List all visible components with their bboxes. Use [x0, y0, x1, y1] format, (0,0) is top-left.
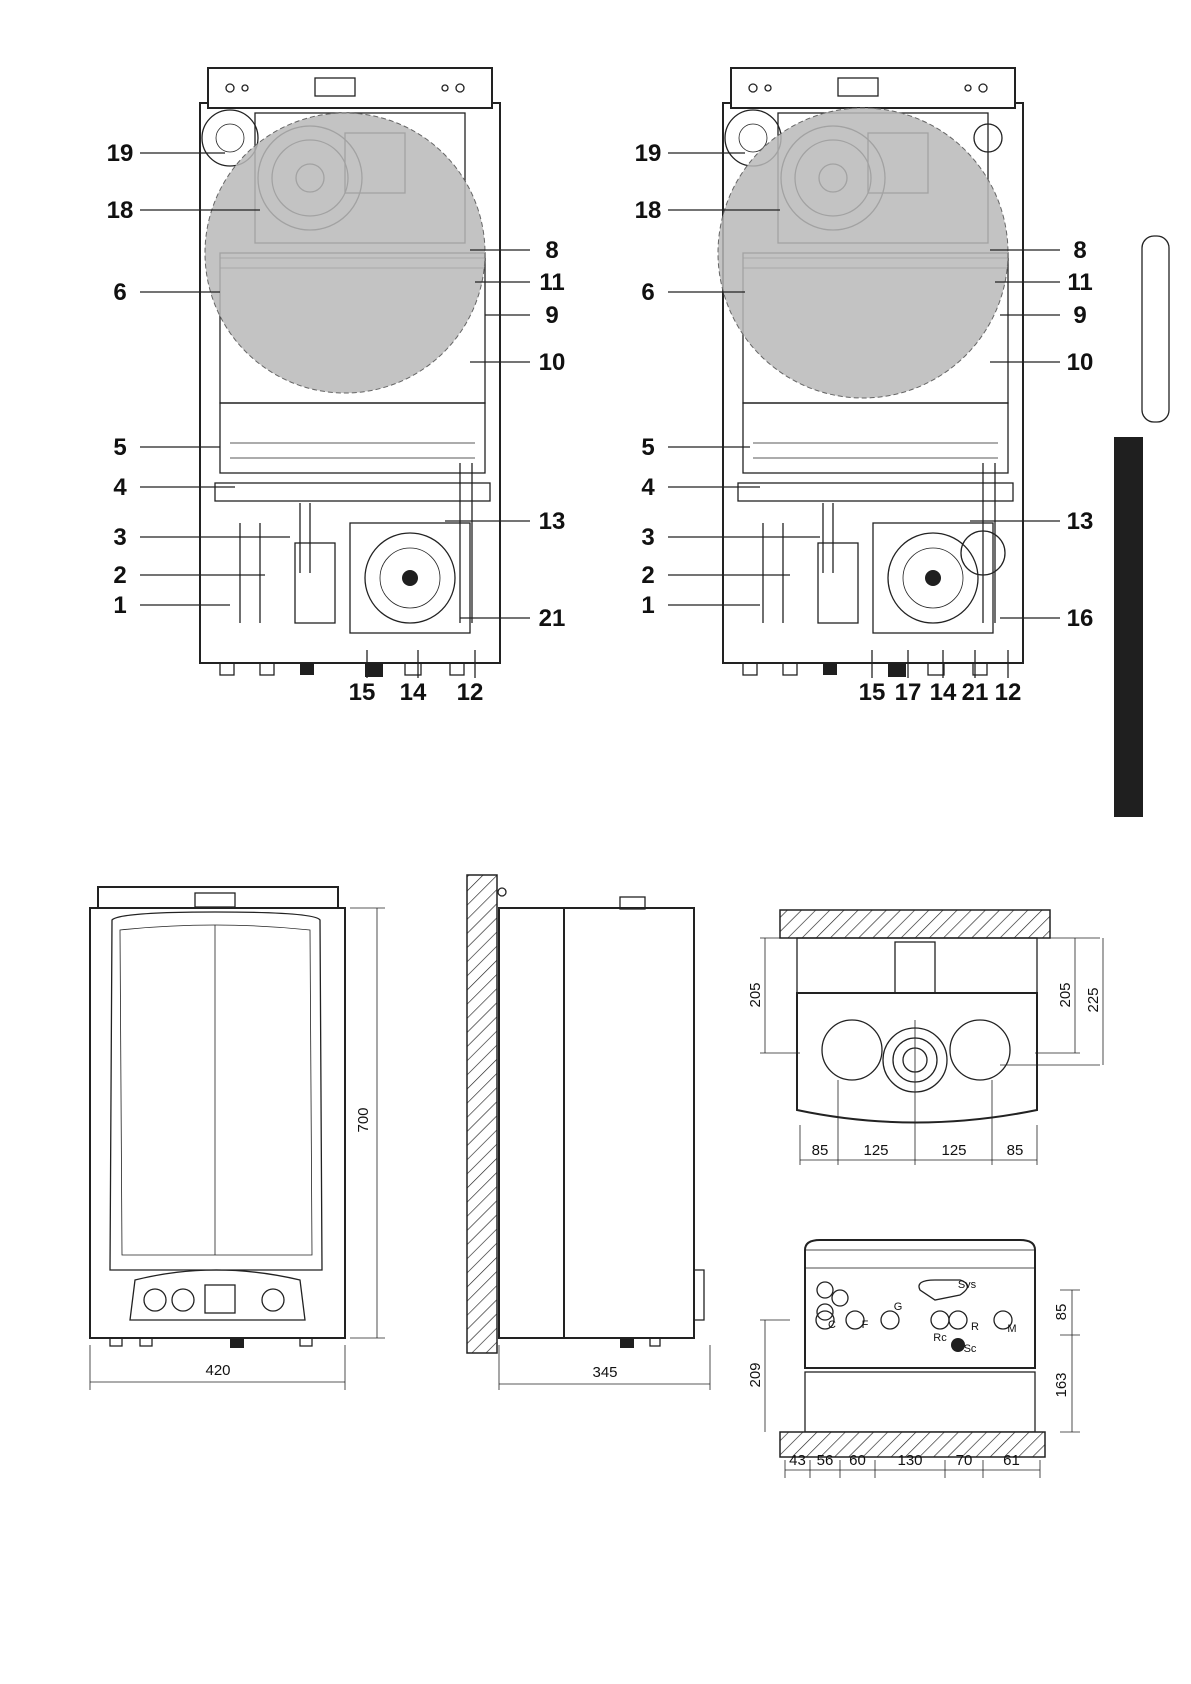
callout-left-5: 5: [113, 434, 126, 461]
callout-right-r-8: 8: [1073, 237, 1086, 264]
side-tab-filled: [1114, 437, 1143, 817]
callout-right-b-12: 12: [995, 679, 1022, 706]
callout-left-r-11: 11: [539, 269, 564, 296]
callout-left-19: 19: [107, 140, 134, 167]
top-bottom-dim-0: 85: [812, 1142, 829, 1159]
top-right-inner-dim: 205: [1057, 982, 1074, 1007]
bottom-right-dim-1: 85: [1053, 1304, 1070, 1321]
callout-right-r-13: 13: [1067, 508, 1094, 535]
side-tab-outline: [1142, 236, 1169, 422]
side-view: [467, 875, 710, 1390]
callout-left-r-8: 8: [545, 237, 558, 264]
callout-right-r-9: 9: [1073, 302, 1086, 329]
top-left-dim: 205: [747, 982, 764, 1007]
top-bottom-dim-1: 125: [863, 1142, 888, 1159]
bottom-bottom-dim-0: 43: [789, 1452, 806, 1469]
callout-right-r-16: 16: [1067, 605, 1094, 632]
front-height-dim: 700: [355, 1107, 372, 1132]
top-view: [760, 910, 1103, 1165]
top-bottom-dim-2: 125: [941, 1142, 966, 1159]
boiler-internal-diagram-right: [718, 68, 1023, 677]
bottom-bottom-dim-2: 60: [849, 1452, 866, 1469]
front-view: [90, 887, 385, 1390]
connection-label-svs: Svs: [958, 1279, 977, 1291]
bottom-bottom-dim-5: 61: [1003, 1452, 1020, 1469]
callout-right-19: 19: [635, 140, 662, 167]
top-right-outer-dim: 225: [1085, 987, 1102, 1012]
callout-right-r-11: 11: [1067, 269, 1092, 296]
callout-right-3: 3: [641, 524, 654, 551]
callout-left-r-9: 9: [545, 302, 558, 329]
connection-label-sc: Sc: [964, 1343, 977, 1355]
callout-right-4: 4: [641, 474, 655, 501]
connection-label-c: C: [828, 1319, 836, 1331]
callout-right-b-15: 15: [859, 679, 886, 706]
callout-left-2: 2: [113, 562, 126, 589]
top-bottom-dim-3: 85: [1007, 1142, 1024, 1159]
callout-left-b-14: 14: [400, 679, 427, 706]
callout-left-18: 18: [107, 197, 134, 224]
side-depth-dim: 345: [592, 1364, 617, 1381]
callout-left-1: 1: [113, 592, 126, 619]
connection-label-rc: Rc: [933, 1332, 947, 1344]
callout-right-r-10: 10: [1067, 349, 1094, 376]
bottom-left-dim: 209: [747, 1362, 764, 1387]
callout-right-b-21: 21: [962, 679, 989, 706]
callout-right-6: 6: [641, 279, 654, 306]
connection-label-f: F: [862, 1319, 869, 1331]
bottom-bottom-dim-1: 56: [817, 1452, 834, 1469]
callout-right-1: 1: [641, 592, 654, 619]
connection-label-g: G: [894, 1301, 903, 1313]
callout-left-b-12: 12: [457, 679, 484, 706]
top-bottom-dims: 85 125 125 85: [812, 1142, 1024, 1159]
bottom-view: [760, 1240, 1080, 1470]
connection-label-r: R: [971, 1321, 979, 1333]
callout-right-18: 18: [635, 197, 662, 224]
callout-right-b-17: 17: [895, 679, 922, 706]
callout-left-3: 3: [113, 524, 126, 551]
callout-right-5: 5: [641, 434, 654, 461]
bottom-bottom-dim-4: 70: [956, 1452, 973, 1469]
callout-left-r-21: 21: [539, 605, 566, 632]
callout-left-6: 6: [113, 279, 126, 306]
front-width-dim: 420: [205, 1362, 230, 1379]
boiler-internal-diagram-left: [200, 68, 500, 677]
callout-left-r-13: 13: [539, 508, 566, 535]
bottom-bottom-dim-3: 130: [897, 1452, 922, 1469]
callout-left-4: 4: [113, 474, 127, 501]
connection-label-m: M: [1007, 1323, 1016, 1335]
callout-left-r-10: 10: [539, 349, 566, 376]
callout-left-b-15: 15: [349, 679, 376, 706]
callout-right-2: 2: [641, 562, 654, 589]
callout-right-b-14: 14: [930, 679, 957, 706]
bottom-right-dim-2: 163: [1053, 1372, 1070, 1397]
